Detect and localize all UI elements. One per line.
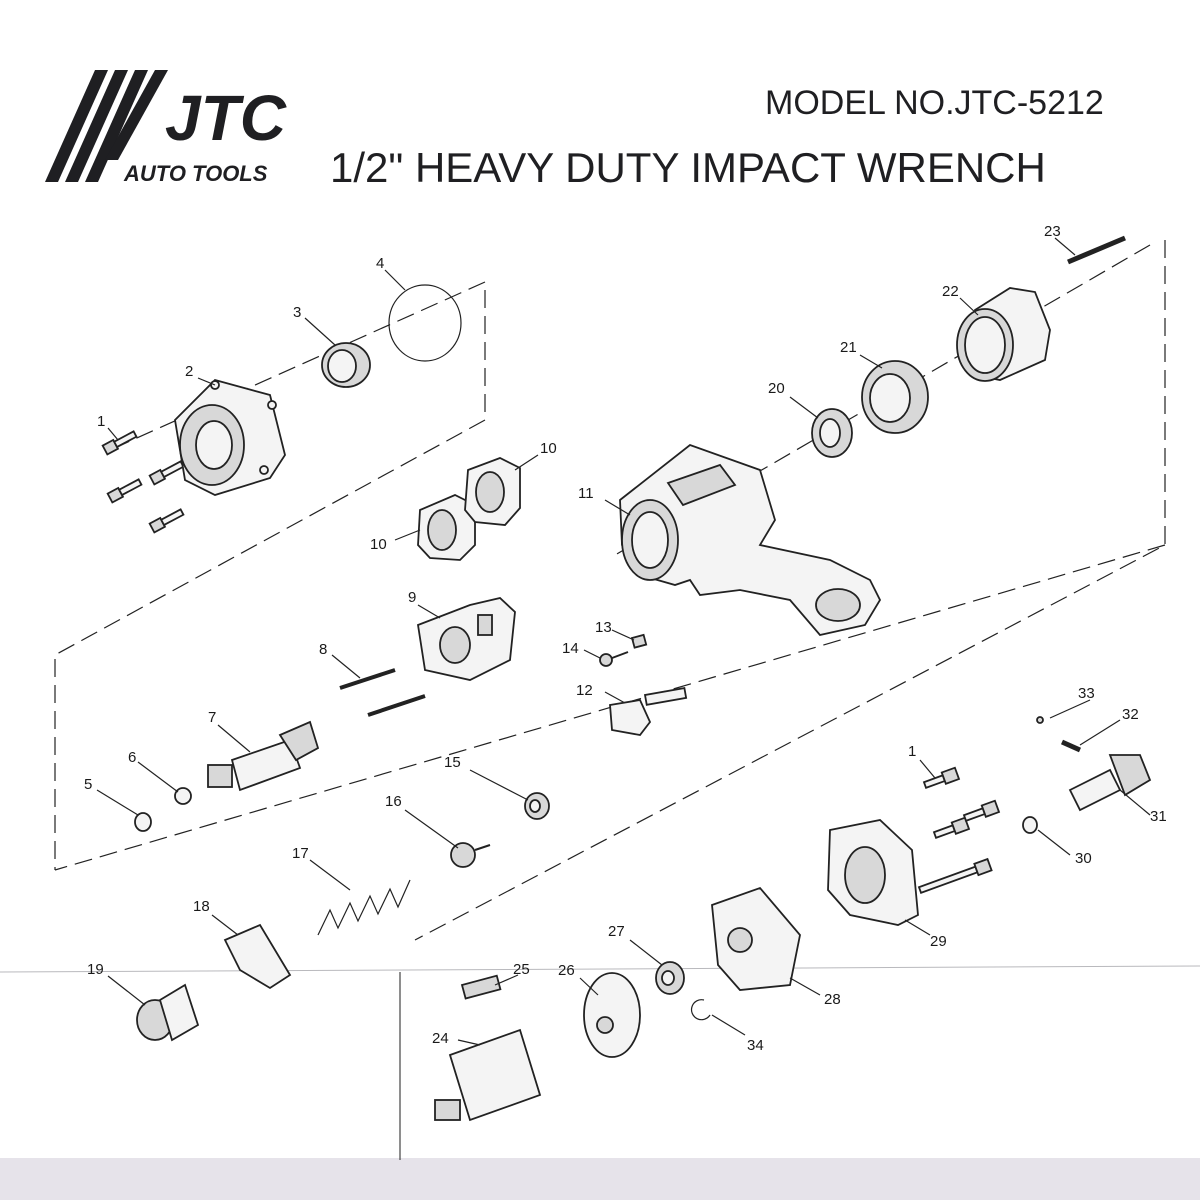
callout-31: 31: [1150, 808, 1167, 825]
callout-15: 15: [444, 754, 461, 771]
callout-26: 26: [558, 962, 575, 979]
part-24-rotor: [434, 1028, 542, 1122]
fold-line: [0, 965, 1200, 973]
callout-7: 7: [208, 709, 216, 726]
model-number: MODEL NO.JTC-5212: [765, 84, 1104, 122]
callout-28: 28: [824, 991, 841, 1008]
callout-29: 29: [930, 933, 947, 950]
part-1-screws-front: [101, 430, 185, 534]
part-26-end-plate: [583, 972, 641, 1058]
part-23-pin: [1067, 235, 1126, 265]
front-axis: [109, 281, 486, 451]
callout-19: 19: [87, 961, 104, 978]
rear-frame-dashed: [414, 240, 1166, 941]
callout-30: 30: [1075, 850, 1092, 867]
callout-14: 14: [562, 640, 579, 657]
part-18-filter: [223, 923, 292, 990]
callout-34: 34: [747, 1037, 764, 1054]
part-19-inlet-bushing: [136, 983, 200, 1042]
part-8-pins: [339, 668, 426, 717]
part-32-spring: [1060, 739, 1082, 753]
callout-33: 33: [1078, 685, 1095, 702]
part-21-end-plate: [861, 360, 929, 434]
part-15-washer: [524, 792, 550, 820]
diagram-title: 1/2" HEAVY DUTY IMPACT WRENCH: [330, 144, 1046, 191]
part-6-o-ring: [174, 787, 192, 805]
callout-9: 9: [408, 589, 416, 606]
callout-21: 21: [840, 339, 857, 356]
callout-11: 11: [578, 485, 594, 502]
top-margin: [0, 0, 1200, 65]
callout-8: 8: [319, 641, 327, 658]
part-31-reverse-valve: [1068, 754, 1152, 812]
part-30-o-ring: [1022, 816, 1038, 834]
part-29-rear-housing: [827, 819, 919, 926]
part-7-anvil: [207, 720, 320, 792]
callout-27: 27: [608, 923, 625, 940]
callout-22: 22: [942, 283, 959, 300]
part-5-ring: [134, 812, 152, 832]
callout-6: 6: [128, 749, 136, 766]
part-13-plate: [630, 633, 648, 649]
part-34-clip: [690, 999, 711, 1021]
part-12-trigger: [609, 687, 688, 736]
callout-13: 13: [595, 619, 612, 636]
part-17-spring: [317, 879, 411, 936]
callout-17: 17: [292, 845, 309, 862]
part-16-valve: [450, 842, 491, 868]
part-33-ball: [1036, 716, 1044, 724]
part-27-bearing: [655, 961, 685, 995]
callout-25: 25: [513, 961, 530, 978]
callout-16: 16: [385, 793, 402, 810]
callout-3: 3: [293, 304, 301, 321]
callout-32: 32: [1122, 706, 1139, 723]
callout-23: 23: [1044, 223, 1061, 240]
callout-leaders: [96, 237, 1151, 1046]
callout-24: 24: [432, 1030, 449, 1047]
callout-20: 20: [768, 380, 785, 397]
callout-2: 2: [185, 363, 193, 380]
part-4-o-ring: [388, 284, 462, 362]
part-1-screws-rear: [917, 766, 1001, 894]
callout-labels: 1 2 3 4 5 6 7 8 9 10 10 11 12 13 14 15 1…: [84, 223, 1167, 1054]
front-frame-dashed: [54, 290, 486, 870]
part-2-front-housing: [174, 378, 286, 496]
callout-10-a: 10: [370, 536, 387, 553]
part-28-gasket: [711, 886, 801, 991]
part-22-cylinder: [956, 287, 1051, 382]
callout-12: 12: [576, 682, 593, 699]
callout-4: 4: [376, 255, 384, 272]
logo-tagline: AUTO TOOLS: [123, 161, 268, 186]
part-9-hammer-frame: [416, 597, 516, 681]
part-25-blade: [460, 974, 502, 1000]
callout-18: 18: [193, 898, 210, 915]
part-14-screw: [599, 651, 629, 667]
part-3-bushing: [321, 342, 371, 388]
part-10-hammer-cage-a: [417, 494, 476, 561]
callout-5: 5: [84, 776, 92, 793]
part-11-main-housing: [619, 443, 882, 636]
callout-1-rear: 1: [908, 743, 916, 760]
part-10-hammer-cage-b: [464, 457, 521, 526]
callout-10-b: 10: [540, 440, 557, 457]
logo-letters: JTC: [165, 82, 287, 154]
callout-1: 1: [97, 413, 105, 430]
part-20-bearing: [811, 408, 853, 458]
jtc-logo: JTC AUTO TOOLS: [45, 70, 287, 186]
